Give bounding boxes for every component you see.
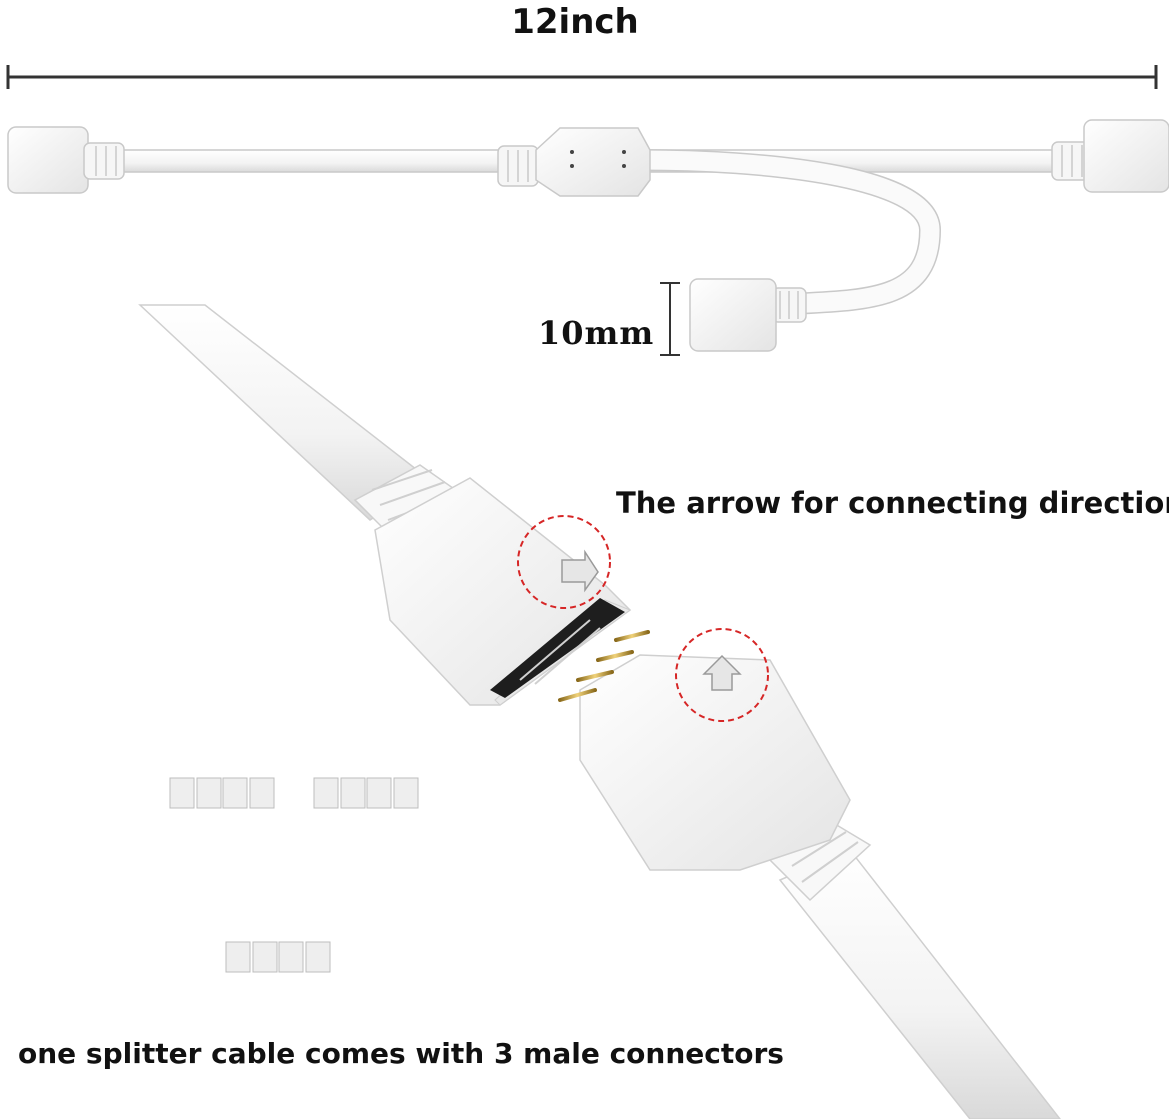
splitter-hub: [497, 127, 651, 197]
height-label: 10mm: [538, 314, 655, 352]
branch-female-connector: [689, 278, 807, 352]
bottom-caption: one splitter cable comes with 3 male con…: [18, 1037, 784, 1070]
female-socket: [490, 598, 625, 698]
splitter-cable: [7, 119, 1169, 352]
male-connector-closeup: [558, 628, 1061, 1119]
dashed-circle-icon: [517, 515, 611, 609]
pin-connector-2: [313, 743, 419, 842]
right-female-connector: [1051, 119, 1169, 193]
arrow-note-label: The arrow for connecting direction: [616, 486, 1169, 520]
length-dimension-line: [6, 65, 1158, 89]
pin-connector-3: [225, 908, 331, 1007]
length-label: 12inch: [511, 2, 639, 42]
dashed-circle-icon: [675, 628, 769, 722]
left-female-connector: [7, 126, 125, 194]
arrow-icon: [702, 654, 742, 691]
arrow-icon: [561, 549, 599, 593]
female-connector-closeup: [138, 304, 632, 706]
male-pins: [558, 630, 650, 702]
pin-connector-1: [169, 743, 275, 842]
height-dimension-bracket: [660, 282, 680, 356]
